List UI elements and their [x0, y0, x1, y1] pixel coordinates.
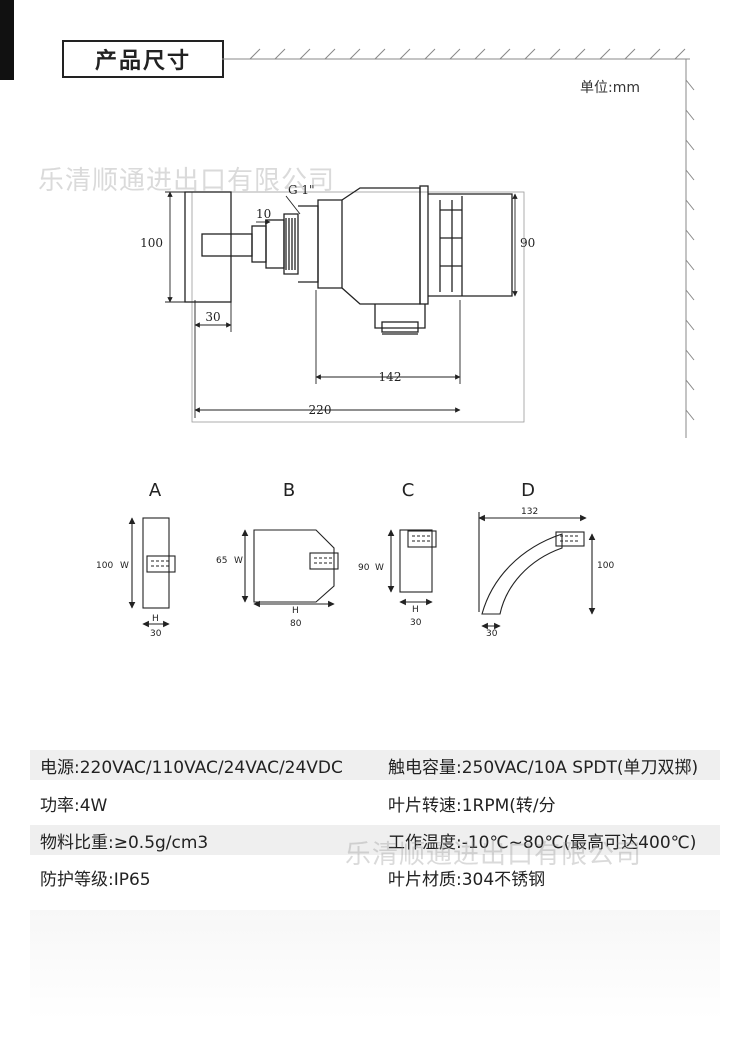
watermark-bottom: 乐清顺通进出口有限公司: [345, 840, 643, 870]
variant-b-h: H: [292, 606, 299, 616]
variant-b-w: W: [234, 556, 243, 566]
variant-c-h: H: [412, 605, 419, 615]
spec-material-density: 物料比重:≥0.5g/cm3: [40, 832, 209, 853]
dimension-lines: [165, 191, 518, 418]
variant-label-b: B: [283, 480, 295, 501]
variant-c-width: 30: [410, 618, 422, 628]
dim-width-30: 30: [205, 310, 220, 324]
variant-b-width: 80: [290, 619, 302, 629]
section-title-text: 产品尺寸: [94, 49, 191, 74]
main-device-drawing: [184, 185, 525, 423]
header-hatch-line: [222, 48, 695, 438]
footer-area: [30, 910, 720, 1020]
variant-d-drawing: [478, 512, 596, 630]
variant-label-a: A: [149, 480, 162, 501]
spec-power-supply: 电源:220VAC/110VAC/24VAC/24VDC: [40, 757, 343, 778]
spec-row-4: 防护等级:IP65 叶片材质:304不锈钢: [30, 862, 720, 892]
spec-blade-speed: 叶片转速:1RPM(转/分: [388, 795, 556, 816]
dim-height-90: 90: [520, 236, 535, 250]
thread-label: G 1": [288, 183, 315, 197]
watermark-top: 乐清顺通进出口有限公司: [38, 166, 336, 196]
dim-width-220: 220: [309, 403, 332, 417]
spec-power: 功率:4W: [40, 795, 108, 816]
variant-c-height: 90: [358, 563, 370, 573]
variant-d-width: 30: [486, 629, 498, 639]
variant-a-drawing: [128, 517, 176, 628]
dim-height-100: 100: [140, 236, 163, 250]
spec-contact-capacity: 触电容量:250VAC/10A SPDT(单刀双掷): [388, 757, 699, 778]
variant-a-height: 100: [96, 561, 113, 571]
corner-bar: [0, 0, 14, 80]
spec-row-1: 电源:220VAC/110VAC/24VAC/24VDC 触电容量:250VAC…: [30, 750, 720, 780]
variant-d-height: 100: [597, 561, 614, 571]
dimension-drawing: 100 90 30 142 220 10 G 1" A B C D 100 W …: [96, 48, 695, 639]
spec-blade-material: 叶片材质:304不锈钢: [388, 869, 546, 890]
spec-protection-class: 防护等级:IP65: [40, 869, 151, 890]
variant-a-width: 30: [150, 629, 162, 639]
variant-b-height: 65: [216, 556, 227, 566]
variant-c-drawing: [387, 529, 437, 606]
spec-working-temp: 工作温度:-10℃~80℃(最高可达400℃): [388, 832, 697, 853]
variant-label-c: C: [402, 480, 415, 501]
variant-a-h: H: [152, 614, 159, 624]
variant-d-top: 132: [521, 507, 538, 517]
variant-c-w: W: [375, 563, 384, 573]
dim-width-142: 142: [379, 370, 402, 384]
variant-a-w: W: [120, 561, 129, 571]
variant-label-d: D: [521, 480, 535, 501]
variant-b-drawing: [241, 529, 339, 608]
dim-10: 10: [256, 207, 271, 221]
unit-label: 单位:mm: [580, 80, 640, 96]
spec-row-3: 物料比重:≥0.5g/cm3 工作温度:-10℃~80℃(最高可达400℃): [30, 825, 720, 855]
spec-row-2: 功率:4W 叶片转速:1RPM(转/分: [30, 788, 720, 818]
